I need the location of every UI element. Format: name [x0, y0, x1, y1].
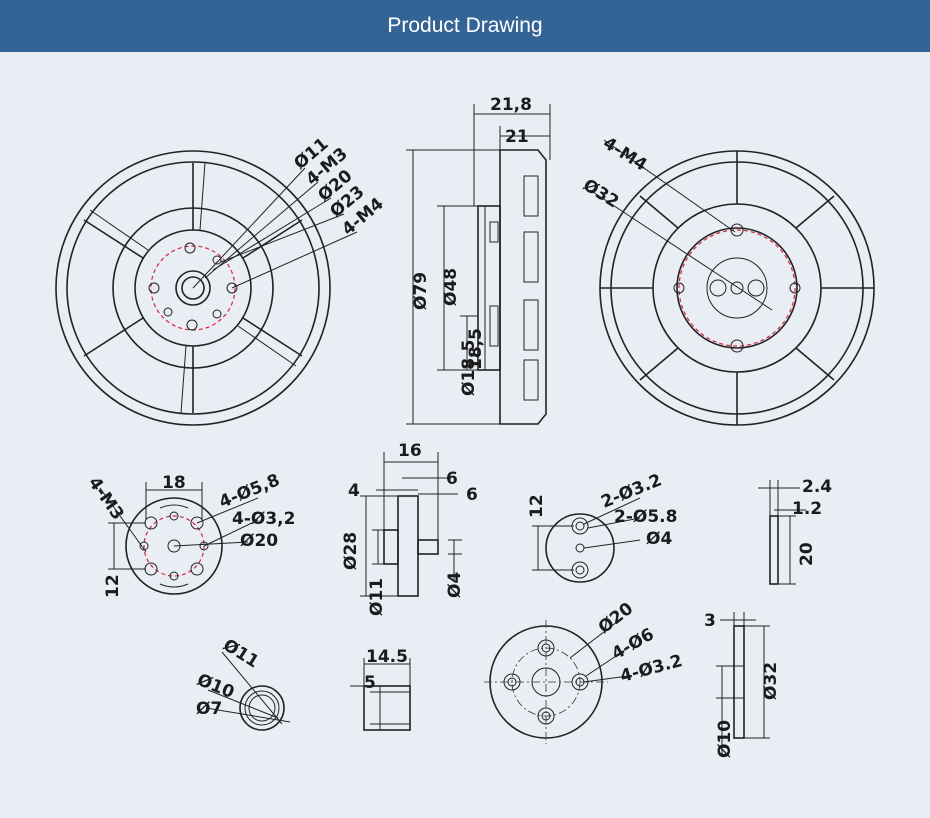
bushing-label-1: Ø11 [219, 635, 262, 672]
washer-label-2: 1.2 [792, 499, 822, 519]
shaft-hub-front-view: 18 4-M3 4-Ø5,8 4-Ø3,2 Ø20 12 [84, 470, 296, 598]
drawing-canvas: Ø11 4-M3 Ø20 Ø23 4-M4 21,8 21 Ø79 Ø48 18… [0, 52, 930, 818]
side-label-6: Ø18,5 [459, 340, 479, 396]
motor-side-view: 21,8 21 Ø79 Ø48 18,5 Ø18,5 [406, 95, 551, 425]
adapter-side-label-1: 3 [704, 611, 716, 631]
page-title: Product Drawing [387, 14, 543, 37]
hub-label-1: 18 [162, 473, 186, 493]
motor-front-view: Ø11 4-M3 Ø20 Ø23 4-M4 [55, 134, 388, 426]
collet-label-1: 12 [527, 494, 547, 518]
side-label-4: Ø48 [441, 268, 461, 306]
hub-side-label-6: Ø11 [367, 578, 387, 616]
hub-side-label-4: 6 [466, 485, 478, 505]
hub-label-2: 4-M3 [84, 473, 128, 523]
hub-label-6: 12 [103, 574, 123, 598]
collet-label-4: Ø4 [646, 529, 672, 549]
bushing-label-3: Ø7 [196, 699, 222, 719]
collet-label-3: 2-Ø5.8 [614, 507, 677, 527]
back-label-1: 4-M4 [599, 133, 650, 175]
hub-side-view: 16 4 6 6 Ø28 Ø11 Ø4 [341, 441, 478, 616]
page-header: Product Drawing [0, 0, 930, 52]
washer-label-3: 20 [797, 542, 817, 566]
hub-side-label-5: Ø28 [341, 532, 361, 570]
hub-label-3: 4-Ø5,8 [216, 470, 282, 512]
hub-label-5: Ø20 [240, 531, 278, 551]
hub-side-label-1: 16 [398, 441, 422, 461]
product-drawing: Ø11 4-M3 Ø20 Ø23 4-M4 21,8 21 Ø79 Ø48 18… [55, 95, 875, 758]
prop-adapter-side-view: 3 Ø32 Ø10 [704, 611, 781, 758]
collet-front-view: 12 2-Ø3.2 2-Ø5.8 Ø4 [527, 470, 677, 583]
side-label-2: 21 [505, 127, 529, 147]
side-label-3: Ø79 [411, 272, 431, 310]
prop-adapter-front-view: Ø20 4-Ø6 4-Ø3.2 [484, 599, 685, 744]
washer-label-1: 2.4 [802, 477, 832, 497]
bushing-side-label-2: 5 [364, 673, 376, 693]
adapter-label-1: Ø20 [595, 599, 637, 638]
adapter-side-label-2: Ø32 [761, 662, 781, 700]
bushing-side-label-1: 14.5 [366, 647, 408, 667]
hub-side-label-7: Ø4 [445, 572, 465, 598]
hub-label-4: 4-Ø3,2 [232, 509, 295, 529]
hub-side-label-2: 4 [348, 481, 360, 501]
bushing-front-view: Ø11 Ø10 Ø7 [194, 635, 291, 731]
motor-back-view: 4-M4 Ø32 [579, 133, 875, 426]
side-label-1: 21,8 [490, 95, 532, 115]
washer-side-view: 2.4 1.2 20 [758, 477, 832, 585]
side-label-5: 18,5 [466, 328, 486, 370]
bushing-side-view: 14.5 5 [350, 647, 411, 731]
hub-side-label-3: 6 [446, 469, 458, 489]
adapter-side-label-3: Ø10 [715, 720, 735, 758]
